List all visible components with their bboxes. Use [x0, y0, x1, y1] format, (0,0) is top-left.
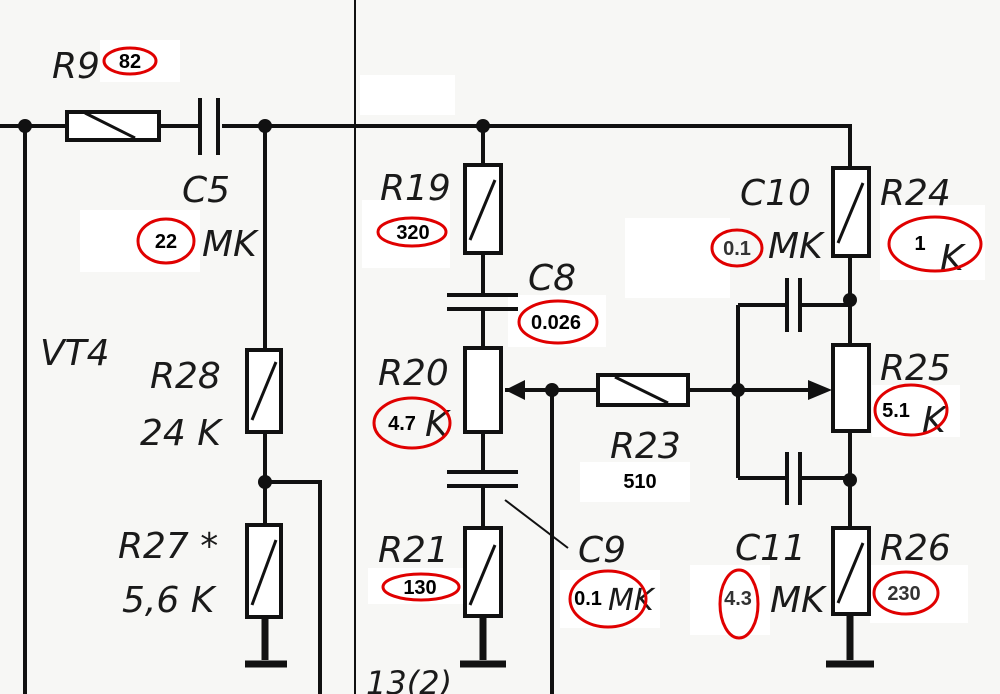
- c5-capacitor: [198, 98, 220, 155]
- c11-capacitor: [785, 452, 802, 505]
- c10-label: C10: [740, 173, 811, 214]
- patch-top: [360, 75, 455, 115]
- r25-wiper-arrow: [808, 380, 832, 400]
- r27-resistor: [245, 523, 283, 619]
- c9-label: C9: [578, 530, 626, 571]
- r26-value: 230: [887, 583, 920, 605]
- junction-dot: [545, 383, 559, 397]
- ground-symbol: [245, 617, 287, 668]
- r9-resistor: [65, 110, 161, 142]
- bypass-wires: [736, 303, 850, 480]
- r20-value: 4.7: [388, 413, 416, 435]
- r9-label: R9: [52, 46, 100, 87]
- c10-value: 0.1: [723, 238, 751, 260]
- c9-value: 0.1: [574, 588, 602, 610]
- junction-dot: [258, 475, 272, 489]
- r20-wiper-arrow: [505, 380, 525, 400]
- c5-unit: MK: [202, 224, 259, 265]
- r24-label: R24: [880, 173, 951, 214]
- r24-value: 1: [914, 233, 925, 255]
- c10-unit: MK: [768, 226, 825, 267]
- c11-unit: MK: [770, 580, 827, 621]
- r19-value: 320: [396, 222, 429, 244]
- c5-label: C5: [182, 170, 230, 211]
- top-bus-wire: [0, 124, 852, 168]
- c9-value-oval: [568, 569, 648, 629]
- patch-r23: [580, 462, 690, 502]
- r27-value: 5,6 K: [122, 580, 217, 621]
- vt4-label: VT4: [40, 333, 110, 374]
- r26-value-oval: [872, 570, 940, 616]
- c5-value: 22: [155, 231, 177, 253]
- ground-symbol: [826, 614, 874, 668]
- r27-label: R27 *: [118, 526, 218, 567]
- r19-value-oval: [376, 216, 448, 248]
- r25-label: R25: [880, 348, 951, 389]
- ground-symbol: [460, 616, 506, 668]
- r21-label: R21: [378, 530, 449, 571]
- patch-c5: [80, 210, 200, 272]
- r9-value: 82: [119, 51, 141, 73]
- c11-value: 4.3: [724, 588, 752, 610]
- r28-label: R28: [150, 356, 221, 397]
- r28-value: 24 K: [140, 413, 223, 454]
- r20-unit: K: [425, 404, 451, 445]
- c8-value: 0.026: [531, 312, 581, 334]
- r21-resistor: [463, 526, 503, 618]
- r25-value-oval: [873, 383, 949, 437]
- r21-value-oval: [381, 572, 461, 602]
- c8-capacitor: [447, 293, 518, 311]
- r9-value-oval: [102, 46, 158, 76]
- footer-label: 13(2): [366, 664, 452, 694]
- r24-resistor: [831, 166, 871, 258]
- r26-resistor: [831, 526, 871, 616]
- junction-dot: [843, 293, 857, 307]
- c10-capacitor: [785, 278, 802, 332]
- patch-r9: [100, 40, 180, 82]
- r24-unit: K: [940, 238, 966, 279]
- r20-label: R20: [378, 353, 449, 394]
- c11-value-oval: [718, 568, 760, 640]
- c8-value-oval: [517, 299, 599, 345]
- c9-unit: MK: [608, 583, 656, 618]
- c10-value-oval: [710, 228, 764, 268]
- c5-value-oval: [136, 217, 196, 265]
- patch-r19: [362, 200, 450, 268]
- r23-resistor: [596, 373, 690, 407]
- r19-label: R19: [380, 168, 451, 209]
- r25-value: 5.1: [882, 400, 910, 422]
- r25-resistor: [831, 343, 871, 433]
- r19-resistor: [463, 163, 503, 255]
- c11-label: C11: [735, 528, 806, 569]
- patch-c10: [625, 218, 730, 298]
- junction-dot: [843, 473, 857, 487]
- r23-label: R23: [610, 426, 681, 467]
- c8-label: C8: [528, 258, 576, 299]
- r20-value-oval: [372, 396, 452, 450]
- patch-c9: [560, 570, 660, 628]
- r21-value: 130: [403, 577, 436, 599]
- r26-label: R26: [880, 528, 951, 569]
- r23-value: 510: [623, 471, 656, 493]
- r24-value-oval: [887, 215, 983, 273]
- r20-resistor: [463, 346, 503, 434]
- patch-c8: [508, 295, 606, 347]
- r28-resistor: [245, 348, 283, 434]
